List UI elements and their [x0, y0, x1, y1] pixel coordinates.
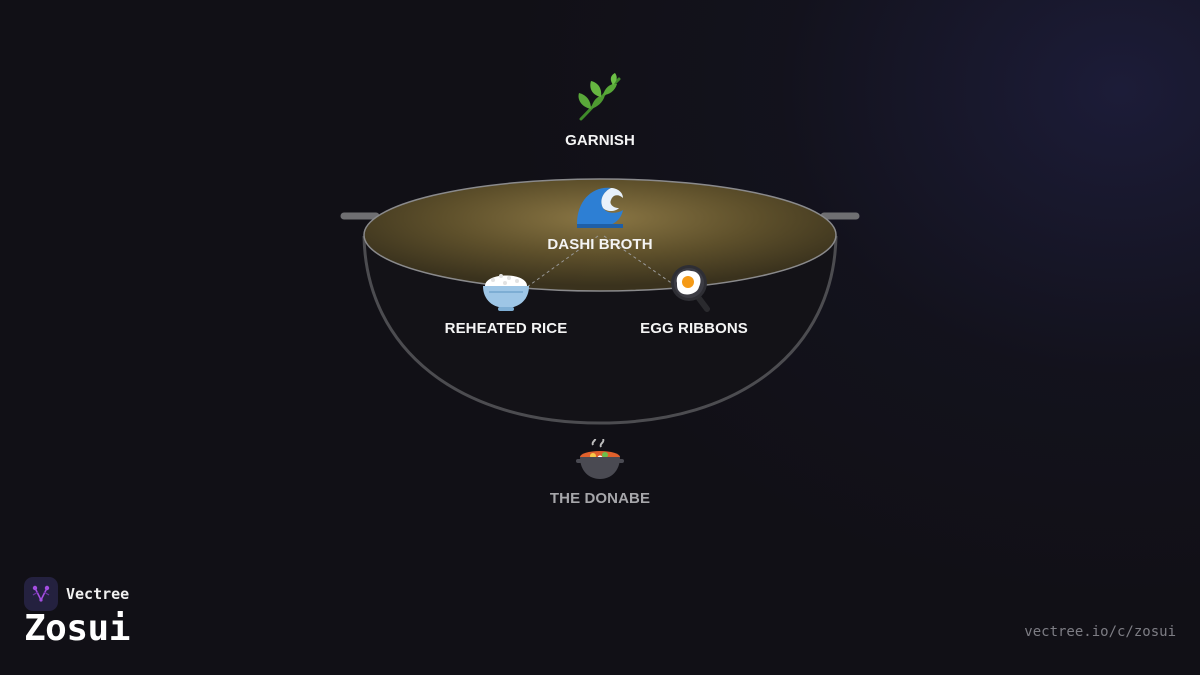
rice-bowl-icon	[476, 260, 536, 316]
node-label-egg-ribbons: EGG RIBBONS	[640, 320, 748, 337]
edge-dashi-rice	[519, 235, 599, 293]
broth-surface	[363, 178, 837, 292]
product-title: Zosui	[24, 608, 130, 649]
brand-name: Vectree	[66, 585, 130, 603]
pot-of-food-icon	[570, 434, 630, 490]
node-label-reheated-rice: REHEATED RICE	[444, 320, 568, 337]
herb-icon	[570, 70, 630, 126]
brand-block: Vectree	[24, 577, 129, 611]
node-label-dashi-broth: DASHI BROTH	[547, 236, 653, 253]
node-label-garnish: GARNISH	[565, 132, 635, 149]
vectree-logo-icon	[24, 577, 58, 611]
water-wave-icon	[570, 177, 630, 233]
node-label-the-donabe: THE DONABE	[549, 490, 651, 507]
source-url[interactable]: vectree.io/c/zosui	[1024, 624, 1176, 640]
frying-egg-icon	[664, 260, 724, 316]
